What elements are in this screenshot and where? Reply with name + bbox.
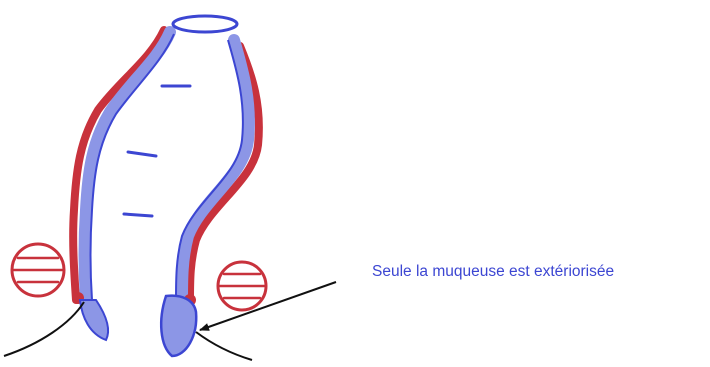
- lumen-opening: [173, 16, 237, 32]
- mucosal-fold: [124, 214, 152, 216]
- left-everted-mucosa: [80, 300, 108, 340]
- right-sphincter-section: [218, 262, 266, 310]
- skin-outline-right: [196, 332, 252, 360]
- annotation-label: Seule la muqueuse est extériorisée: [372, 264, 614, 280]
- left-sphincter-section: [12, 244, 64, 296]
- everted-mucosa: [161, 296, 196, 356]
- mucosal-fold: [128, 152, 156, 156]
- skin-outline-left: [4, 302, 84, 356]
